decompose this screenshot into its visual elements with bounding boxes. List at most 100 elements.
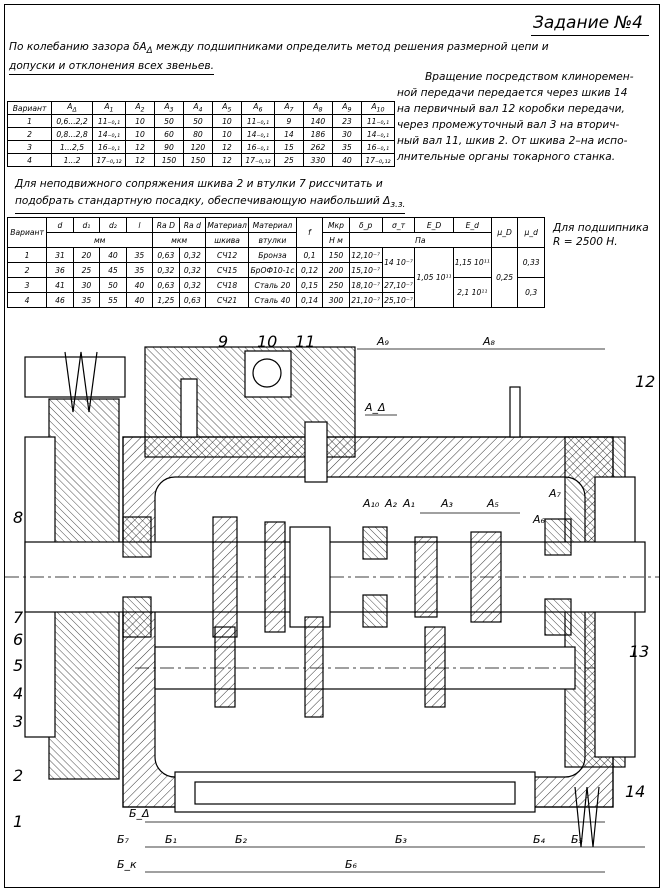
table-cell: 12 bbox=[211, 153, 242, 167]
table-cell: 2,1 10¹¹ bbox=[452, 277, 492, 308]
dim-bk: Б_к bbox=[117, 858, 137, 871]
table-cell: 27,10⁻⁷ bbox=[381, 277, 416, 293]
task2-line-1: Для неподвижного сопряжения шкива 2 и вт… bbox=[15, 178, 383, 190]
table-cell: СЧ12 bbox=[205, 247, 250, 263]
dim-a9: A₉ bbox=[376, 335, 390, 348]
table-cell: 50 bbox=[182, 114, 213, 128]
callout-3: 3 bbox=[13, 712, 23, 731]
callout-13: 13 bbox=[629, 642, 649, 661]
table-row: Вариант d d₁ d₂ l Ra D Ra d Материал Мат… bbox=[6, 217, 545, 248]
table-cell: 12 bbox=[211, 140, 242, 154]
table-cell: 11₋₀,₁ bbox=[91, 114, 126, 128]
table-cell: 4 bbox=[6, 292, 48, 308]
table-cell: 0,25 bbox=[490, 247, 519, 308]
description-line: лнительные органы токарного станка. bbox=[397, 151, 616, 163]
dim-bdelta: Б_Δ bbox=[129, 807, 150, 820]
table-cell: 20 bbox=[72, 247, 101, 263]
table-cell: 186 bbox=[302, 127, 333, 141]
table-cell: 1,05 10¹¹ bbox=[414, 247, 454, 308]
table-cell: 1 bbox=[6, 247, 48, 263]
table-cell: 1...2 bbox=[51, 153, 93, 167]
table-cell: 0,8...2,8 bbox=[51, 127, 93, 141]
table-cell: 16₋₀,₁ bbox=[240, 140, 275, 154]
table-cell: 12,10⁻⁷ bbox=[348, 247, 383, 263]
table-cell: 46 bbox=[46, 292, 74, 308]
table-cell: 40 bbox=[331, 153, 362, 167]
table-cell: 200 bbox=[322, 262, 350, 278]
table-cell: 15,10⁻⁷ bbox=[348, 262, 383, 278]
table-cell: 300 bbox=[322, 292, 350, 308]
table-cell: 25,10⁻⁷ bbox=[381, 292, 416, 308]
table-cell: 120 bbox=[182, 140, 213, 154]
table-cell: 0,14 bbox=[295, 292, 324, 308]
table-cell: 1,25 bbox=[152, 292, 180, 308]
table-cell: 31 bbox=[46, 247, 74, 263]
table-cell: 25 bbox=[273, 153, 304, 167]
title-underline bbox=[531, 35, 649, 36]
table-cell: 0,32 bbox=[178, 262, 207, 278]
table-cell: 1...2,5 bbox=[51, 140, 93, 154]
dim-a3: A₃ bbox=[440, 497, 454, 510]
table-cell: 262 bbox=[302, 140, 333, 154]
table-cell: 14 10⁻⁷ bbox=[381, 247, 416, 278]
table-cell: 35 bbox=[125, 262, 154, 278]
table-cell: 0,3 bbox=[517, 277, 545, 308]
dim-b5: Б₅ bbox=[571, 833, 583, 846]
table-cell: 35 bbox=[331, 140, 362, 154]
table-cell: СЧ18 bbox=[205, 277, 250, 293]
table-cell: 0,63 bbox=[152, 247, 180, 263]
table-cell: 150 bbox=[322, 247, 350, 263]
dim-b4: Б₄ bbox=[533, 833, 546, 846]
table-cell: 40 bbox=[99, 247, 127, 263]
table-cell: 0,12 bbox=[295, 262, 324, 278]
dim-b3: Б₃ bbox=[395, 833, 408, 846]
table-cell: 3 bbox=[6, 277, 48, 293]
table-cell: 80 bbox=[182, 127, 213, 141]
dim-b2: Б₂ bbox=[235, 833, 248, 846]
page-title: Задание №4 bbox=[532, 13, 643, 33]
callout-11: 11 bbox=[295, 332, 315, 351]
dimension-table: Вариант AΔ A1 A2 A3 A4 A5 A6 A7 A8 A9 A1… bbox=[6, 101, 396, 167]
intro-line-2: допуски и отклонения всех звеньев. bbox=[9, 58, 214, 75]
callout-14: 14 bbox=[625, 782, 645, 801]
table-cell: 17₋₀,₁₂ bbox=[360, 153, 396, 167]
table-cell: 2 bbox=[6, 262, 48, 278]
callout-4: 4 bbox=[13, 684, 23, 703]
table-cell: 35 bbox=[125, 247, 154, 263]
table-cell: 140 bbox=[302, 114, 333, 128]
table-cell: 17₋₀,₁₂ bbox=[240, 153, 275, 167]
table-cell: 14₋₀,₁ bbox=[360, 127, 396, 141]
description-line: Вращение посредством клиноремен- bbox=[425, 71, 634, 83]
table-cell: 14 bbox=[273, 127, 304, 141]
table-cell: 10 bbox=[211, 127, 242, 141]
callout-2: 2 bbox=[13, 766, 23, 785]
callout-7: 7 bbox=[13, 608, 24, 627]
table-cell: 1,15 10¹¹ bbox=[452, 247, 492, 278]
dim-b6: Б₆ bbox=[345, 858, 358, 871]
table-cell: 36 bbox=[46, 262, 74, 278]
table-cell: 30 bbox=[331, 127, 362, 141]
table-cell: 12 bbox=[124, 140, 155, 154]
callout-1: 1 bbox=[13, 812, 23, 831]
table-cell: 0,6...2,2 bbox=[51, 114, 93, 128]
table-cell: 0,33 bbox=[517, 247, 545, 278]
table-cell: СЧ15 bbox=[205, 262, 250, 278]
table-cell: 2 bbox=[6, 127, 53, 141]
table-cell: 0,1 bbox=[295, 247, 324, 263]
table-cell: 250 bbox=[322, 277, 350, 293]
table-cell: 10 bbox=[124, 127, 155, 141]
table-cell: 25 bbox=[72, 262, 101, 278]
table-cell: 0,32 bbox=[152, 262, 180, 278]
callout-6: 6 bbox=[13, 630, 23, 649]
callout-5: 5 bbox=[13, 656, 23, 675]
table-cell: 14₋₀,₁ bbox=[91, 127, 126, 141]
intro-line-1: По колебанию зазора δAΔ между подшипника… bbox=[9, 41, 549, 57]
table-cell: 40 bbox=[125, 292, 154, 308]
callout-9: 9 bbox=[218, 332, 228, 351]
gearbox-assembly-drawing: 9 10 11 12 8 7 6 5 4 3 2 1 13 14 A₉ A₈ A… bbox=[5, 332, 659, 873]
